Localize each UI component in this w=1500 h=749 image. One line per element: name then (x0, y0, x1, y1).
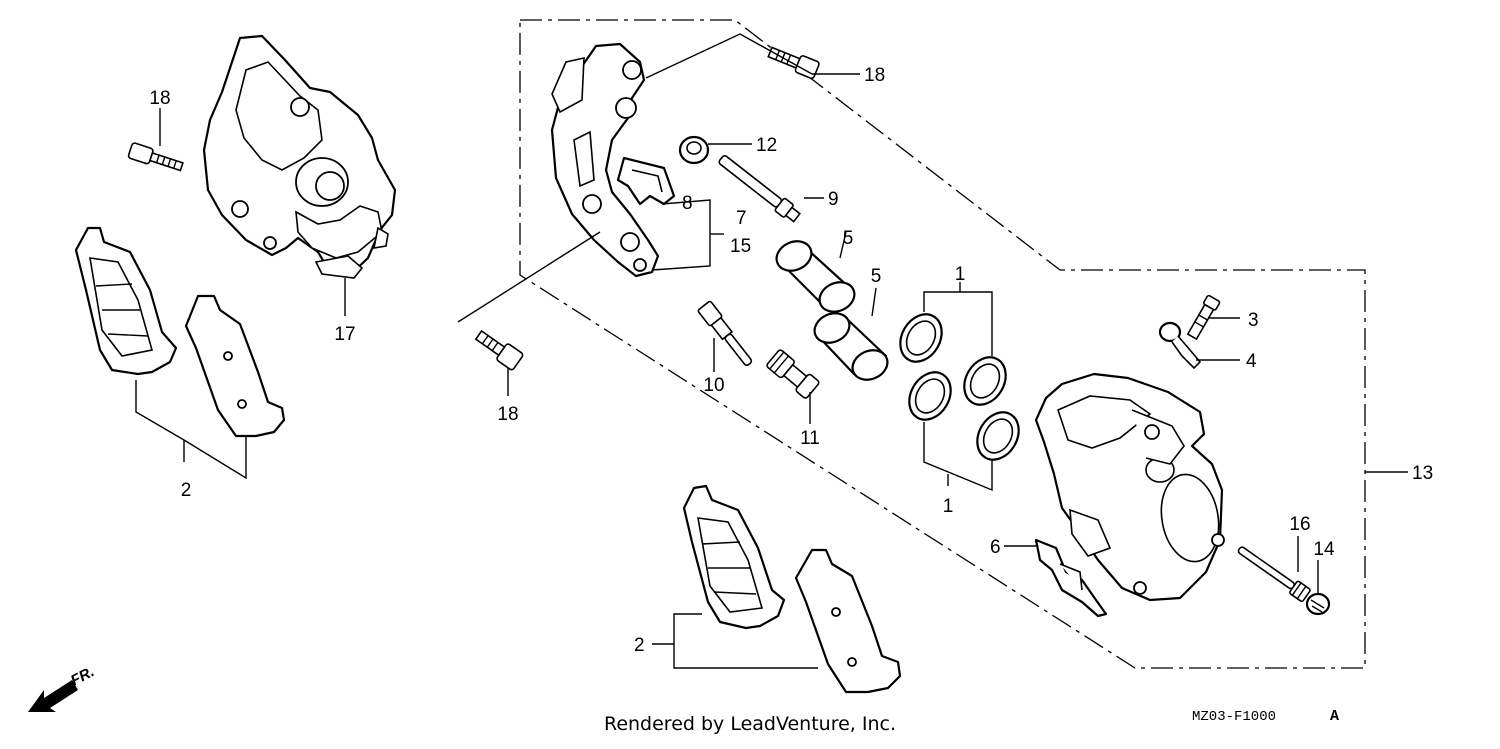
caliper-body-13 (1034, 372, 1225, 602)
pin-plug-14 (1305, 592, 1331, 616)
callout-13: 13 (1412, 463, 1433, 484)
callout-1: 1 (943, 496, 954, 517)
callout-12: 12 (756, 135, 777, 156)
brake-pad-left-inner (184, 294, 286, 438)
callout-7: 7 (736, 208, 747, 229)
front-direction-marker: FR. (28, 663, 97, 712)
callout-3: 3 (1248, 310, 1259, 331)
pin-10 (697, 300, 753, 366)
callout-1: 1 (955, 264, 966, 285)
callout-15: 15 (730, 236, 751, 257)
caliper-bracket-center (550, 42, 660, 278)
bleeder-screw-3 (1186, 294, 1221, 341)
callout-18: 18 (864, 65, 885, 86)
brake-pad-left-outer (74, 226, 178, 376)
pad-spring-6 (1034, 538, 1108, 618)
callout-11: 11 (800, 428, 820, 449)
piston-seals-1 (899, 313, 1020, 461)
callout-8: 8 (682, 193, 693, 214)
piston-5-lower (813, 312, 889, 381)
callout-16: 16 (1289, 514, 1310, 535)
pad-spring-8 (616, 156, 676, 206)
callout-5: 5 (871, 266, 882, 287)
arrow-left-down-icon (28, 680, 78, 712)
callout-2: 2 (634, 635, 645, 656)
callout-2: 2 (181, 480, 192, 501)
bolt-11 (766, 349, 820, 399)
bolt-18-bottom (474, 329, 524, 371)
callout-labels: 18 17 2 18 12 9 8 7 15 5 5 1 1 10 11 18 … (149, 65, 1433, 656)
callout-17: 17 (334, 324, 355, 345)
callout-18: 18 (149, 88, 170, 109)
callout-6: 6 (990, 537, 1001, 558)
assembly-frame (519, 19, 1366, 669)
credit-line: Rendered by LeadVenture, Inc. (603, 713, 897, 735)
brake-pad-bottom-inner (794, 548, 902, 694)
pin-bolt-9 (718, 154, 801, 223)
callout-5: 5 (843, 228, 854, 249)
brake-pad-bottom-outer (682, 484, 786, 630)
pad-pin-16 (1237, 546, 1311, 603)
callout-10: 10 (703, 375, 724, 396)
piston-5-upper (775, 240, 856, 313)
diagram-code: MZ03-F1000 (1192, 709, 1276, 725)
bolt-18-left (127, 142, 184, 172)
leader-lines (135, 33, 1408, 669)
bleeder-cap-4 (1158, 321, 1202, 370)
callout-18: 18 (497, 404, 518, 425)
callout-9: 9 (828, 189, 839, 210)
diagram-revision: A (1330, 708, 1339, 725)
caliper-bracket-left (202, 34, 397, 279)
callout-4: 4 (1246, 351, 1257, 372)
callout-14: 14 (1313, 539, 1335, 560)
boot-12 (678, 135, 710, 165)
